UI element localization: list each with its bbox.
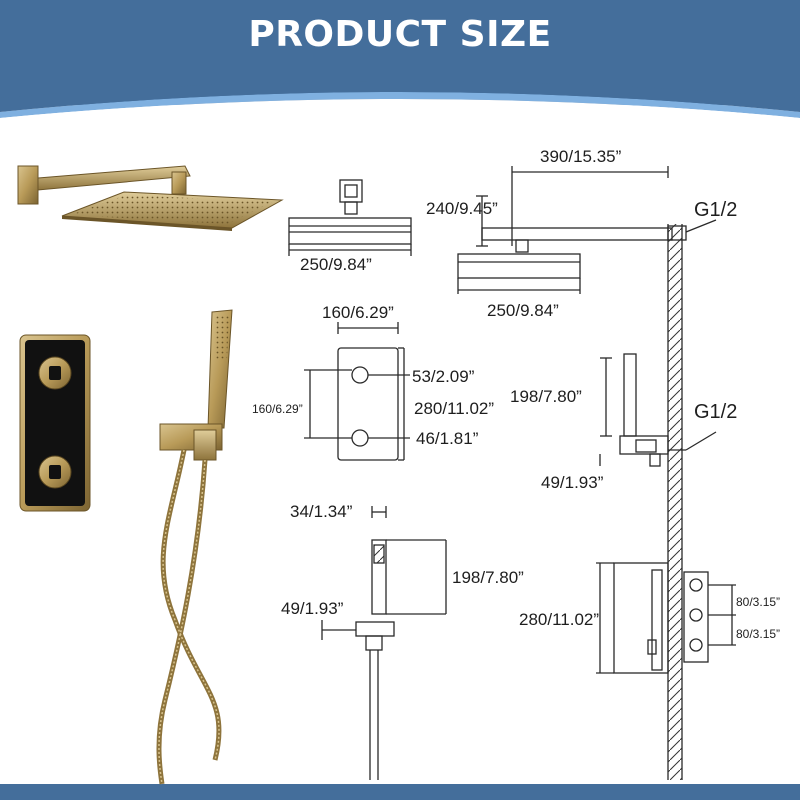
- dim-valve-knob-bottom: 46/1.81”: [416, 429, 479, 448]
- top-showerhead-drawing: [288, 179, 412, 256]
- dim-valve-knob-top: 53/2.09”: [412, 367, 475, 386]
- dim-box-spacing-top: 80/3.15”: [736, 595, 780, 609]
- dim-side-showerhead-width: 250/9.84”: [487, 301, 559, 320]
- dim-box-spacing-bottom: 80/3.15”: [736, 627, 780, 641]
- header-banner: [0, 0, 800, 135]
- dim-thread-top: G1/2: [694, 199, 737, 221]
- dim-thread-mid: G1/2: [694, 401, 737, 423]
- dim-handshower-height: 198/7.80”: [452, 568, 524, 587]
- valve-drawing: [304, 322, 410, 461]
- page-title: PRODUCT SIZE: [248, 14, 552, 55]
- dim-valve-width: 160/6.29”: [322, 303, 394, 322]
- side-showerhead-drawing: [457, 166, 673, 294]
- dimension-labels: 250/9.84” 390/15.35” 240/9.45” 250/9.84”…: [252, 147, 780, 641]
- rough-in-box-drawing: [596, 562, 736, 674]
- dim-valve-height-left: 160/6.29”: [252, 402, 303, 416]
- dim-handshower-width: 34/1.34”: [290, 502, 353, 521]
- side-holder-drawing: [599, 353, 717, 467]
- wall-drawing: [667, 219, 717, 780]
- footer-strip: [0, 784, 800, 800]
- dim-holder-depth: 49/1.93”: [281, 599, 344, 618]
- dim-valve-height: 280/11.02”: [414, 399, 494, 418]
- handshower-drawing: [321, 506, 447, 780]
- hand-shower-photo: [156, 309, 233, 785]
- dim-top-showerhead-width: 250/9.84”: [300, 255, 372, 274]
- dim-side-arm-drop: 240/9.45”: [426, 199, 498, 218]
- dim-box-height: 280/11.02”: [519, 610, 599, 629]
- dim-side-arm-length: 390/15.35”: [540, 147, 622, 166]
- dim-holder-height-side: 198/7.80”: [510, 387, 582, 406]
- rain-shower-head-photo: [17, 165, 284, 231]
- valve-panel-photo: [19, 334, 91, 512]
- dim-holder-depth-side: 49/1.93”: [541, 473, 604, 492]
